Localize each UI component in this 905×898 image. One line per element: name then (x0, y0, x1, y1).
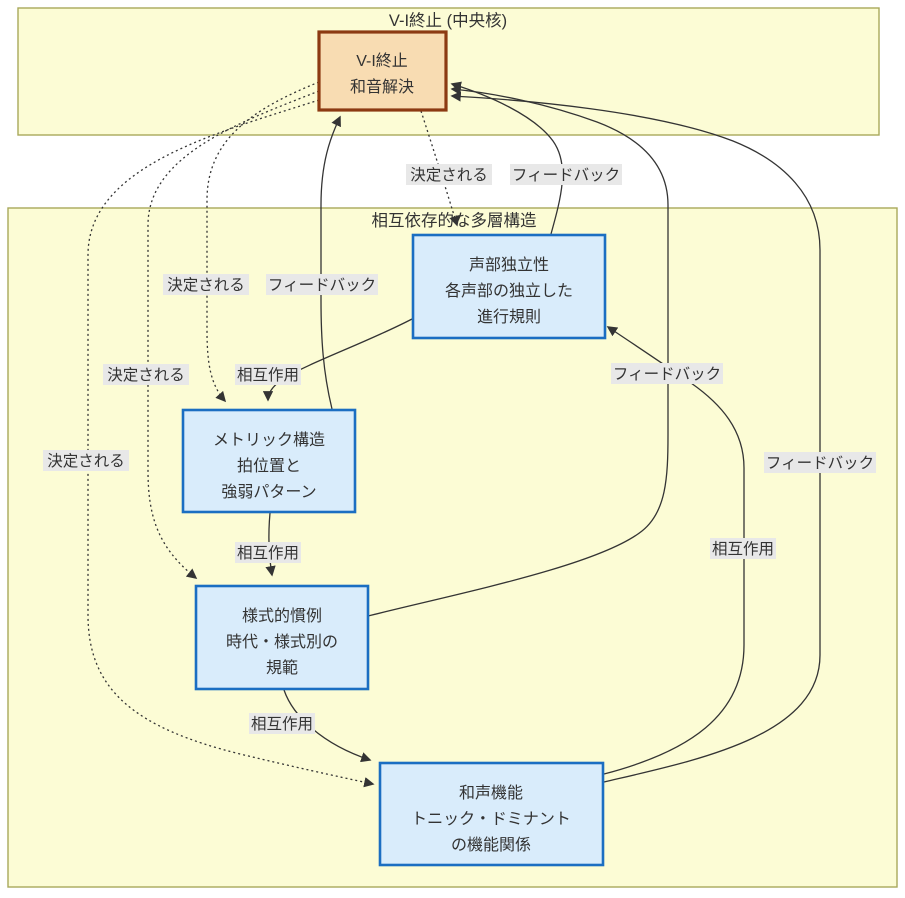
svg-text:決定される: 決定される (107, 366, 185, 384)
edge-label-decided-voice: 決定される (406, 164, 492, 185)
svg-text:声部独立性: 声部独立性 (469, 256, 549, 274)
svg-text:相互作用: 相互作用 (712, 540, 774, 558)
node-style: 様式的慣例 時代・様式別の 規範 (194, 584, 370, 691)
svg-text:決定される: 決定される (47, 452, 125, 470)
svg-text:フィードバック: フィードバック (766, 454, 874, 472)
edge-label-interaction-style-harmony: 相互作用 (249, 713, 315, 734)
svg-text:和声機能: 和声機能 (459, 784, 523, 802)
svg-text:進行規則: 進行規則 (477, 308, 541, 326)
svg-text:様式的慣例: 様式的慣例 (242, 607, 322, 625)
edge-cadence-to-harmony (87, 99, 375, 788)
cluster-core-title: V-I終止 (中央核) (389, 11, 507, 30)
svg-text:相互作用: 相互作用 (237, 544, 299, 562)
edge-style-to-cadence (367, 84, 669, 617)
svg-text:決定される: 決定される (410, 166, 488, 184)
edge-label-interaction-metric-style: 相互作用 (235, 542, 301, 563)
edge-label-decided-harmony: 決定される (43, 450, 129, 471)
svg-text:和音解決: 和音解決 (350, 78, 414, 96)
edge-cadence-to-metric (206, 81, 320, 403)
edge-label-feedback-style: フィードバック (611, 363, 723, 384)
node-metric: メトリック構造 拍位置と 強弱パターン (181, 408, 357, 514)
edge-voice-to-cadence (450, 81, 564, 235)
node-harmony: 和声機能 トニック・ドミナント の機能関係 (378, 761, 605, 867)
edge-label-feedback-metric: フィードバック (266, 274, 378, 295)
svg-text:相互作用: 相互作用 (251, 715, 313, 733)
svg-text:フィードバック: フィードバック (512, 166, 620, 184)
svg-text:フィードバック: フィードバック (613, 365, 721, 383)
cluster-layers-title: 相互依存的な多層構造 (372, 211, 538, 230)
svg-text:各声部の独立した: 各声部の独立した (445, 282, 573, 300)
edge-label-interaction-harmony-voice: 相互作用 (710, 538, 776, 559)
svg-text:フィードバック: フィードバック (268, 276, 376, 294)
svg-text:相互作用: 相互作用 (237, 366, 299, 384)
edge-label-decided-metric: 決定される (163, 274, 249, 295)
cluster-core: V-I終止 (中央核) (17, 7, 880, 136)
svg-text:規範: 規範 (266, 659, 298, 677)
svg-text:トニック・ドミナント: トニック・ドミナント (411, 810, 571, 828)
edge-label-feedback-voice: フィードバック (510, 164, 622, 185)
svg-text:時代・様式別の: 時代・様式別の (226, 633, 338, 651)
node-voice: 声部独立性 各声部の独立した 進行規則 (411, 233, 607, 340)
svg-text:拍位置と: 拍位置と (237, 457, 301, 475)
node-cadence: V-I終止 和音解決 (317, 30, 448, 112)
svg-text:V-I終止: V-I終止 (356, 52, 408, 70)
svg-text:強弱パターン: 強弱パターン (221, 483, 316, 501)
edge-harmony-to-cadence (450, 91, 821, 783)
edge-label-decided-style: 決定される (103, 364, 189, 385)
svg-text:決定される: 決定される (167, 276, 245, 294)
edge-harmony-to-voice (603, 326, 745, 775)
svg-text:メトリック構造: メトリック構造 (213, 431, 325, 449)
edge-metric-to-cadence (320, 115, 341, 410)
edge-label-feedback-harmony: フィードバック (764, 452, 876, 473)
svg-text:の機能関係: の機能関係 (451, 836, 531, 854)
edge-label-interaction-voice-metric: 相互作用 (235, 364, 301, 385)
